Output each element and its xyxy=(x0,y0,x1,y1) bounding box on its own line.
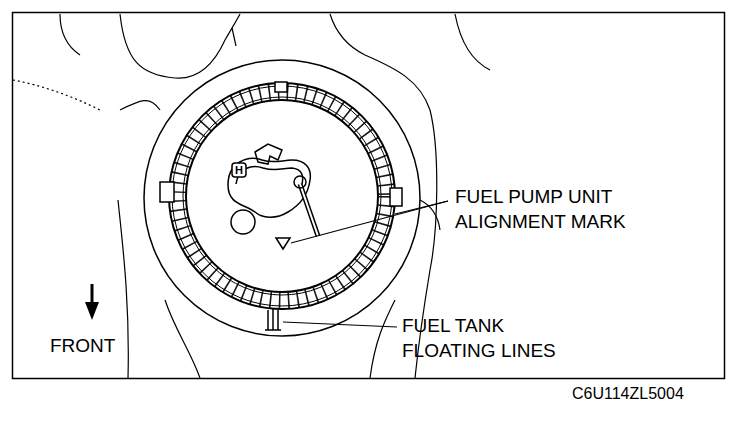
tank-opening xyxy=(144,60,420,336)
figure-frame xyxy=(13,13,725,379)
connector-symbol: H xyxy=(234,163,244,177)
part-label: FUEL TANK FLOATING LINES xyxy=(402,314,587,363)
leader-lines xyxy=(283,201,448,327)
front-arrow xyxy=(85,284,99,320)
ring-tabs xyxy=(160,82,402,206)
direction-label: FRONT xyxy=(50,334,115,359)
retaining-ring xyxy=(169,83,395,309)
part-label: FUEL PUMP UNIT ALIGNMENT MARK xyxy=(455,185,640,234)
floating-lines xyxy=(265,308,281,330)
figure-code: C6U114ZL5004 xyxy=(572,384,684,405)
pump-plate xyxy=(228,144,318,249)
